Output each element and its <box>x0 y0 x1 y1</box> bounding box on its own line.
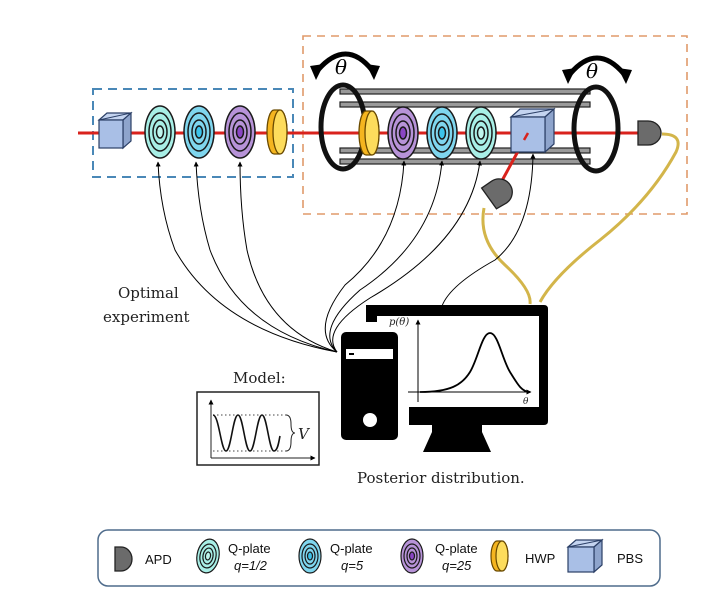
control-wires <box>155 153 536 353</box>
theta-axis-label: θ <box>523 397 529 407</box>
model-label: Model: <box>233 369 286 387</box>
apd-icon <box>114 546 133 572</box>
apd-icon <box>480 178 513 210</box>
q-plate-5-icon <box>183 105 215 159</box>
q-plate-25-icon <box>387 106 419 160</box>
q-plate-25-icon <box>224 105 256 159</box>
theta-left-label: θ <box>335 55 347 79</box>
q-plate-5-icon <box>426 106 458 160</box>
computer-tower-icon <box>341 332 398 440</box>
legend-label-q-half: Q-plate q=1/2 <box>228 541 274 573</box>
theta-right-label: θ <box>586 59 598 83</box>
apd-icon <box>637 120 662 146</box>
pbs-icon <box>97 111 133 150</box>
p-theta-label: p(θ) <box>389 317 409 328</box>
optimal-experiment-label: Optimal experiment <box>103 284 190 326</box>
hwp-icon <box>490 540 509 572</box>
rotation-ring-right <box>571 84 621 174</box>
legend-label-hwp: HWP <box>525 551 555 566</box>
legend-label-apd: APD <box>145 552 172 567</box>
q-plate-half-icon <box>144 105 176 159</box>
rotation-mount-rods <box>339 88 591 165</box>
legend-label-pbs: PBS <box>617 551 643 566</box>
pbs-icon <box>566 538 604 574</box>
q-plate-half-icon <box>465 106 497 160</box>
q-plate-half-icon <box>196 538 220 574</box>
rotation-arrow-right <box>562 55 632 84</box>
posterior-plot <box>408 319 532 402</box>
rotation-ring-left <box>318 82 368 172</box>
model-v-label: V <box>298 425 311 443</box>
posterior-distribution-label: Posterior distribution. <box>357 469 525 487</box>
model-plot <box>196 391 320 466</box>
legend-box <box>97 529 661 587</box>
monitor-icon <box>366 305 548 452</box>
legend-label-q-5: Q-plate q=5 <box>330 541 376 573</box>
fiber-cable <box>481 207 532 305</box>
rotation-arrow-left <box>310 51 380 80</box>
hwp-icon <box>266 109 288 155</box>
legend-label-q-25: Q-plate q=25 <box>435 541 481 573</box>
hwp-icon <box>358 110 380 156</box>
fiber-cable <box>538 132 680 303</box>
legend: APD Q-plate q=1/2 Q-plate q=5 <box>114 538 643 574</box>
pbs-icon <box>509 107 556 154</box>
q-plate-25-icon <box>400 538 424 574</box>
q-plate-5-icon <box>298 538 322 574</box>
